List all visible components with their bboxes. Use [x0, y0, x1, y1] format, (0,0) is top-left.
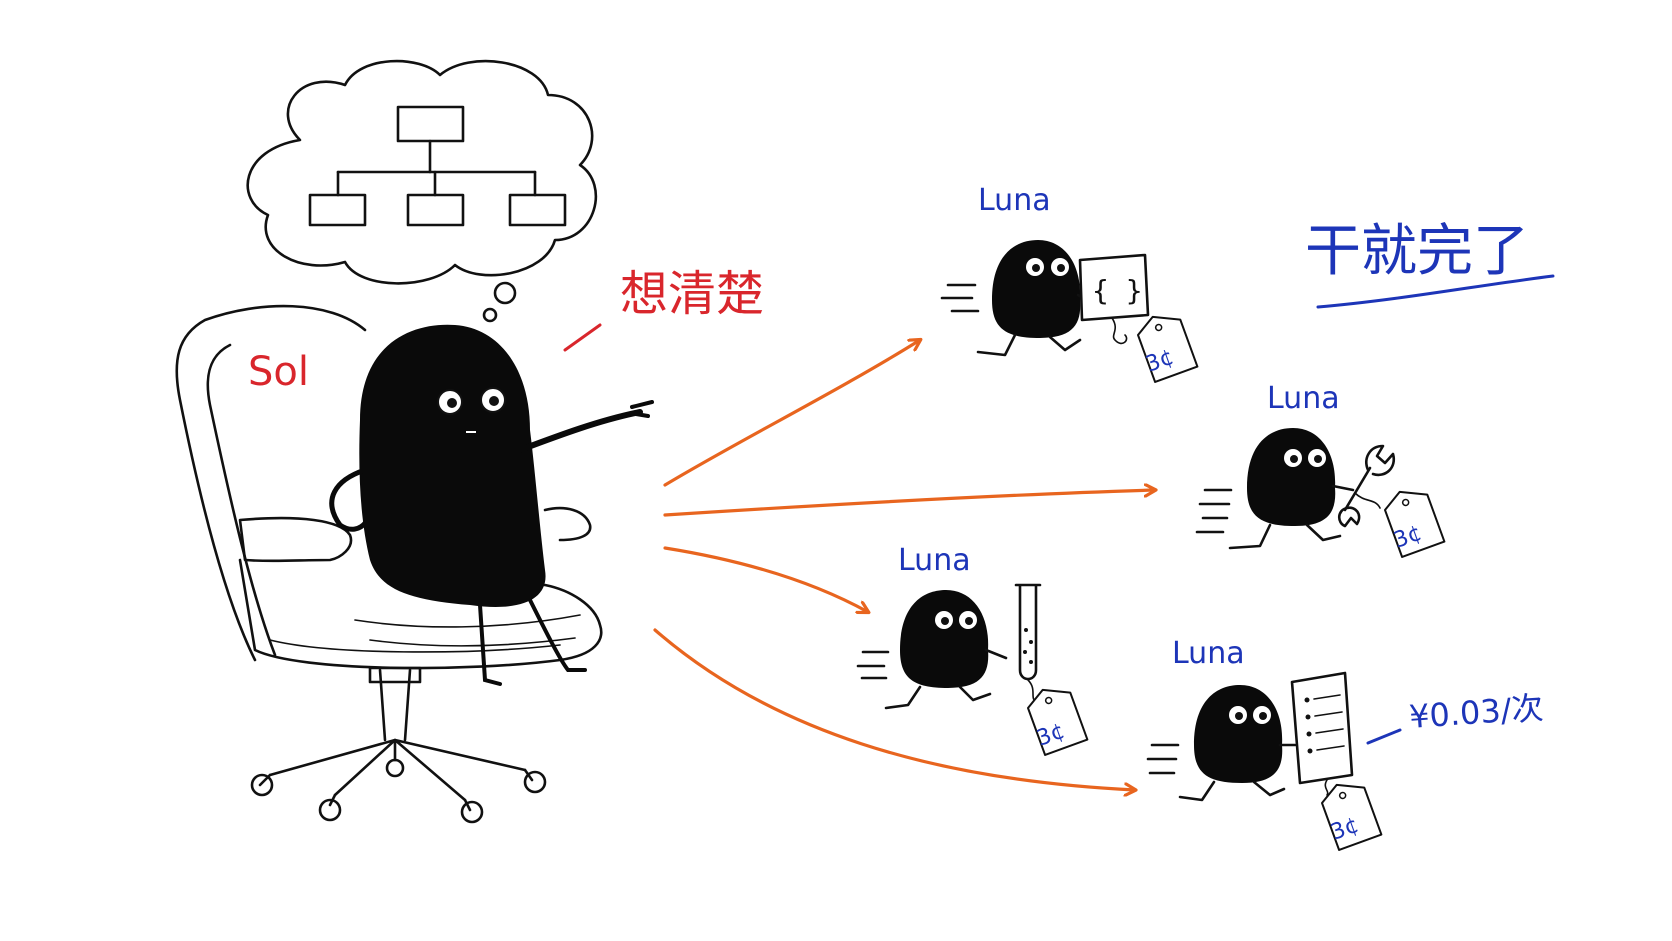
price-tag-icon — [1027, 688, 1089, 756]
worker-2: Luna 3¢ — [1195, 381, 1446, 558]
thought-label: 想清楚 — [620, 266, 764, 322]
thought-cloud — [246, 59, 598, 323]
price-tag-icon — [1321, 783, 1383, 851]
worker-3: Luna 3¢ — [856, 543, 1089, 756]
office-chair — [175, 304, 603, 824]
price-tag-icon — [1384, 490, 1446, 558]
price-tag-icon — [1137, 315, 1199, 383]
test-tube-icon — [1014, 583, 1042, 681]
delegation-arrows — [653, 340, 1155, 790]
arrow-to-worker-3 — [663, 546, 868, 612]
boss-name-label: Sol — [248, 349, 309, 395]
worker-4: Luna 3¢ — [1146, 636, 1383, 851]
motto-underline — [1316, 274, 1555, 309]
cost-note: ¥0.03/次 — [1408, 689, 1545, 736]
checklist-icon — [1290, 671, 1354, 785]
org-chart-icon — [308, 105, 567, 227]
worker-1: Luna { } 3¢ — [940, 183, 1199, 383]
arrow-to-worker-2 — [663, 490, 1155, 517]
worker-name-label: Luna — [898, 543, 971, 578]
worker-name-label: Luna — [1267, 381, 1340, 416]
motto-text: 干就完了 — [1305, 219, 1529, 284]
svg-text:{ }: { } — [1092, 274, 1143, 307]
wrench-icon — [1337, 444, 1396, 528]
code-page-icon: { } — [1078, 253, 1150, 322]
cost-note-pointer-line — [1366, 728, 1402, 745]
thought-pointer-line — [563, 323, 602, 352]
worker-name-label: Luna — [1172, 636, 1245, 671]
arrow-to-worker-1 — [663, 340, 920, 487]
arrow-to-worker-4 — [653, 628, 1135, 790]
worker-name-label: Luna — [978, 183, 1051, 218]
boss-character — [329, 324, 654, 686]
